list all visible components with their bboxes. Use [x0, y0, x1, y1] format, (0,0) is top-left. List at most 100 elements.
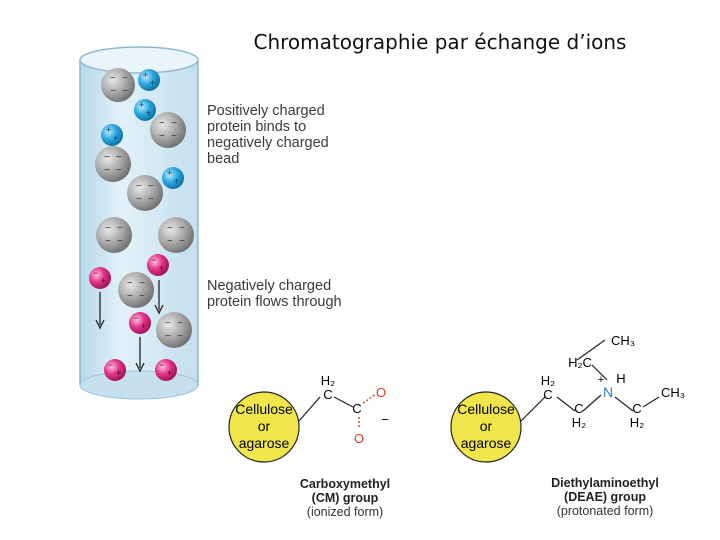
cm-matrix-bead: Cellulose or agarose	[228, 391, 300, 463]
down-arrow-icon	[154, 280, 164, 315]
svg-text:−: −	[116, 165, 122, 176]
negative-bead: −−−−	[96, 217, 132, 253]
negative-bead: −−−−	[156, 312, 192, 348]
positive-protein: ++	[138, 69, 160, 91]
deae-name-line2: (DEAE) group	[564, 490, 646, 504]
svg-text:−: −	[171, 118, 177, 129]
deae-h2c-label: H₂C	[568, 355, 592, 370]
svg-text:+: +	[167, 168, 172, 178]
svg-text:+: +	[167, 368, 172, 378]
deae-h-label: H	[616, 371, 625, 386]
negative-protein: −+	[129, 312, 151, 334]
cm-c2-label: C	[352, 401, 361, 416]
bead-label-line3: agarose	[239, 435, 290, 451]
svg-text:+: +	[113, 133, 118, 143]
deae-name-line1: Diethylaminoethyl	[551, 476, 659, 490]
negative-bead: −−−−	[127, 175, 163, 211]
cm-c1-label: C	[323, 387, 332, 402]
svg-text:+: +	[101, 276, 106, 286]
svg-text:−: −	[133, 313, 138, 323]
svg-text:−: −	[105, 236, 111, 247]
bead-label-line2: or	[258, 418, 271, 434]
deae-c-mid-label: C	[574, 401, 583, 416]
svg-text:+: +	[159, 263, 164, 273]
bead-label-line1: Cellulose	[457, 401, 515, 417]
svg-text:−: −	[122, 73, 128, 84]
svg-text:−: −	[104, 165, 110, 176]
svg-text:−: −	[159, 360, 164, 370]
svg-text:+: +	[146, 108, 151, 118]
svg-text:+: +	[143, 70, 148, 80]
deae-ch3-right-label: CH₃	[661, 385, 685, 400]
svg-text:−: −	[127, 291, 133, 302]
svg-text:+: +	[150, 78, 155, 88]
deae-matrix-bead: Cellulose or agarose	[450, 391, 522, 463]
deae-h2-left-label: H₂	[541, 373, 555, 388]
svg-text:−: −	[136, 181, 142, 192]
positive-protein: ++	[162, 167, 184, 189]
svg-text:−: −	[165, 331, 171, 342]
chromatography-column: −−−− −−−− −−−− −−−− −−−− −−−− −−−− −−−− …	[79, 46, 199, 400]
cm-caption: Carboxymethyl (CM) group (ionized form)	[280, 477, 410, 519]
negative-protein: −+	[104, 359, 126, 381]
deae-form-label: (protonated form)	[556, 504, 654, 518]
svg-text:−: −	[139, 278, 145, 289]
positive-protein: ++	[101, 124, 123, 146]
exchanger-structures: Cellulose or agarose H₂ C C O O − Cellul…	[228, 333, 685, 463]
svg-text:−: −	[93, 268, 98, 278]
svg-text:+: +	[174, 176, 179, 186]
svg-text:+: +	[106, 125, 111, 135]
cm-name-line2: (CM) group	[311, 491, 379, 505]
deae-c-right-label: C	[632, 401, 641, 416]
svg-text:−: −	[127, 278, 133, 289]
deae-caption: Diethylaminoethyl (DEAE) group (protonat…	[530, 476, 680, 518]
svg-text:−: −	[167, 236, 173, 247]
svg-text:−: −	[148, 194, 154, 205]
cm-o-bottom-label: O	[354, 431, 364, 446]
svg-text:−: −	[116, 152, 122, 163]
column-bottom	[79, 370, 199, 400]
svg-text:−: −	[148, 181, 154, 192]
svg-text:−: −	[151, 255, 156, 265]
svg-text:−: −	[110, 86, 116, 97]
svg-text:−: −	[117, 236, 123, 247]
svg-text:−: −	[179, 236, 185, 247]
positive-protein-caption: Positively charged protein binds to nega…	[207, 103, 329, 167]
negative-bead: −−−−	[95, 146, 131, 182]
svg-text:−: −	[165, 318, 171, 329]
svg-text:−: −	[122, 86, 128, 97]
down-arrow-icon	[95, 292, 105, 330]
deae-h2-right-label: H₂	[630, 415, 644, 430]
svg-text:−: −	[171, 131, 177, 142]
cm-name-line1: Carboxymethyl	[299, 477, 391, 491]
svg-text:−: −	[179, 223, 185, 234]
svg-text:−: −	[105, 223, 111, 234]
svg-text:+: +	[139, 100, 144, 110]
cm-charge-label: −	[381, 412, 389, 427]
deae-ch3-top-label: CH₃	[611, 333, 635, 348]
svg-text:−: −	[177, 331, 183, 342]
negative-protein: −+	[147, 254, 169, 276]
svg-text:−: −	[167, 223, 173, 234]
deae-c-left-label: C	[543, 387, 552, 402]
negative-bead: −−−−	[101, 68, 135, 102]
negative-protein: −+	[89, 267, 111, 289]
svg-text:−: −	[104, 152, 110, 163]
negative-bead: −−−−	[158, 217, 194, 253]
svg-text:−: −	[110, 73, 116, 84]
svg-text:−: −	[108, 360, 113, 370]
cm-form-label: (ionized form)	[306, 505, 384, 519]
svg-text:−: −	[177, 318, 183, 329]
negative-protein-caption: Negatively charged protein flows through	[207, 278, 342, 310]
deae-h2-mid-label: H₂	[572, 415, 586, 430]
svg-text:−: −	[117, 223, 123, 234]
svg-text:+: +	[141, 321, 146, 331]
slide-title: Chromatographie par échange d’ions	[253, 30, 627, 54]
negative-protein: −+	[155, 359, 177, 381]
down-arrow-icon	[135, 337, 145, 373]
deae-plus-label: +	[598, 374, 604, 386]
svg-text:−: −	[139, 291, 145, 302]
svg-text:−: −	[136, 194, 142, 205]
deae-n-label: N	[603, 384, 613, 400]
negative-bead: −−−−	[118, 272, 154, 308]
